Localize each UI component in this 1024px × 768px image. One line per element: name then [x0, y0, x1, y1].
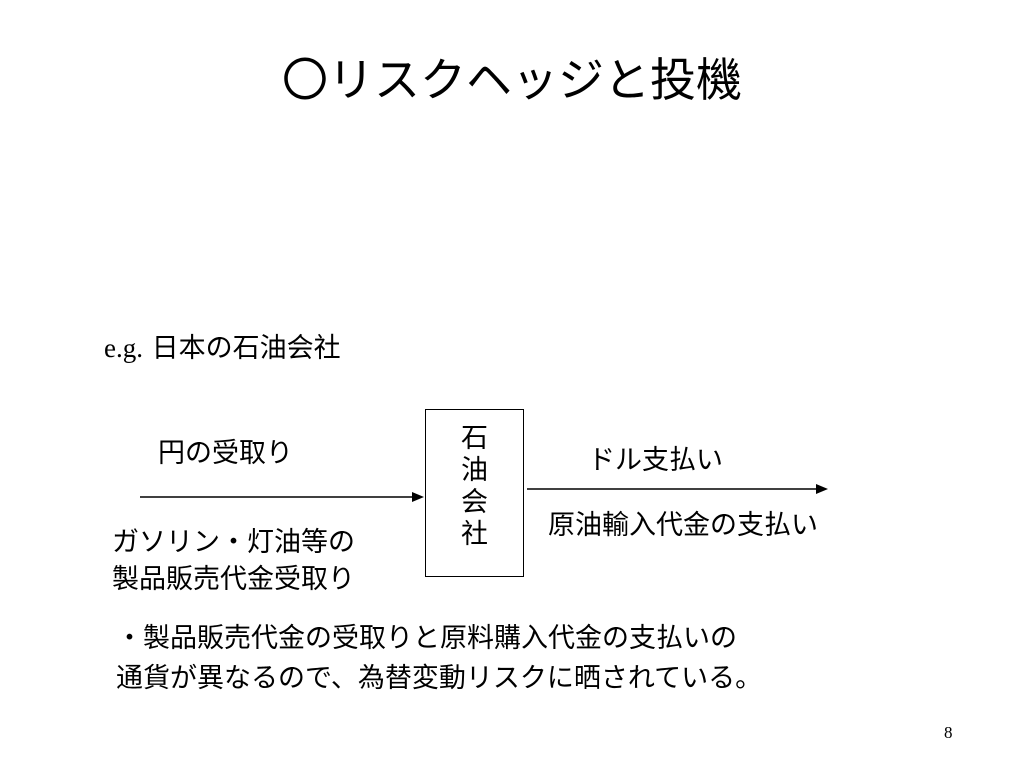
- company-char: 石: [461, 423, 488, 454]
- risk-note: ・製品販売代金の受取りと原料購入代金の支払いの 通貨が異なるので、為替変動リスク…: [116, 619, 762, 699]
- product-sales-label: ガソリン・灯油等の 製品販売代金受取り: [112, 524, 355, 598]
- product-sales-line-2: 製品販売代金受取り: [112, 564, 355, 595]
- risk-note-line-1: ・製品販売代金の受取りと原料購入代金の支払いの: [116, 623, 737, 654]
- example-heading: e.g. 日本の石油会社: [104, 328, 341, 369]
- yen-inflow-arrow-head: [412, 492, 424, 502]
- crude-import-payment-label: 原油輸入代金の支払い: [548, 510, 818, 541]
- yen-inflow-arrow: [140, 492, 424, 502]
- risk-note-line-2: 通貨が異なるので、為替変動リスクに晒されている。: [116, 663, 763, 694]
- product-sales-line-1: ガソリン・灯油等の: [112, 527, 355, 558]
- company-char: 社: [461, 519, 488, 550]
- example-text: 日本の石油会社: [151, 333, 341, 364]
- dollar-outflow-arrow-head: [816, 484, 828, 494]
- slide-title: 〇リスクヘッジと投機: [282, 53, 742, 107]
- oil-company-box: [425, 409, 524, 577]
- yen-receipt-label: 円の受取り: [158, 438, 293, 469]
- dollar-payment-label: ドル支払い: [588, 445, 723, 476]
- company-char: 会: [461, 487, 488, 518]
- example-prefix: e.g.: [104, 333, 143, 363]
- dollar-outflow-arrow: [527, 484, 828, 494]
- oil-company-label: 石 油 会 社: [425, 423, 524, 551]
- page-number: 8: [944, 723, 953, 742]
- company-char: 油: [461, 455, 488, 486]
